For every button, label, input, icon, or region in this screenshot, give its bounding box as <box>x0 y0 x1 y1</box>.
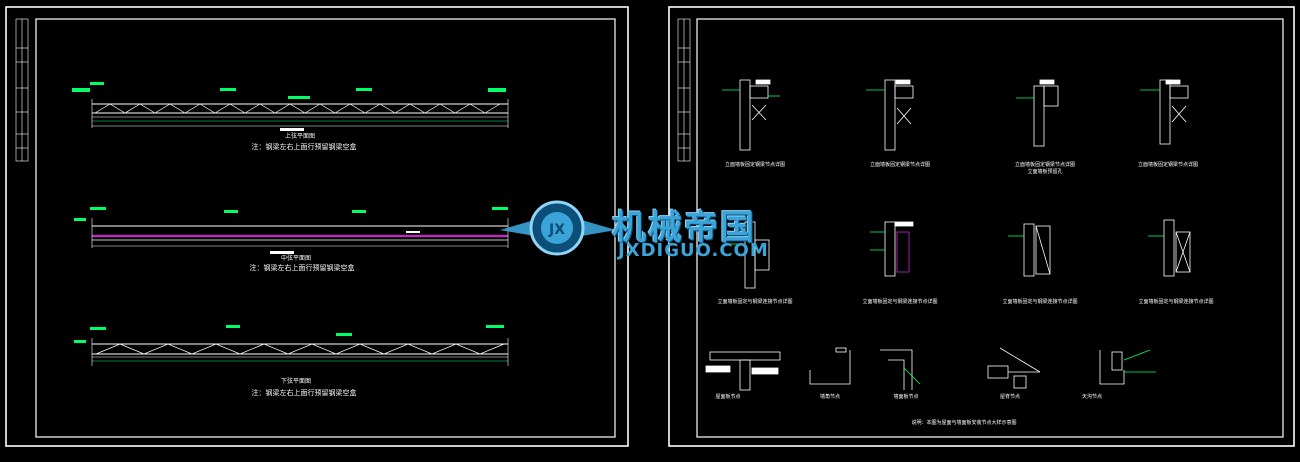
detail-2-1 <box>730 221 770 289</box>
truss-elevation-3: 下弦平面图 注：钢梁左右上面行预留钢梁空盒 <box>74 325 509 397</box>
detail-1-2 <box>866 79 914 151</box>
left-drawing-sheet: 上弦平面图 注：钢梁左右上面行预留钢梁空盒 中弦平面图 注：钢梁左右上面行预留钢… <box>5 6 629 447</box>
watermark-emblem-text: JX <box>548 222 565 238</box>
detail-1-3-label: 立面墙板固定钢梁节点详图 <box>1015 161 1075 168</box>
detail-3-1 <box>705 351 781 391</box>
detail-2-2 <box>870 221 914 277</box>
right-title-block <box>677 18 691 162</box>
truss-elevation-1: 上弦平面图 注：钢梁左右上面行预留钢梁空盒 <box>72 82 509 151</box>
detail-row-2: 立面墙板固定与钢梁连接节点详图 立面墙板固定与钢梁连接节点详图 立面墙板固定与钢… <box>717 219 1214 305</box>
right-drawing-sheet: 立面墙板固定钢梁节点详图 立面墙板固定钢梁节点详图 立面墙板固定钢梁节点详图 立… <box>668 6 1295 447</box>
truss-1-note: 注：钢梁左右上面行预留钢梁空盒 <box>252 142 357 151</box>
watermark-title: 机械帝国 <box>612 208 756 248</box>
detail-2-4-label: 立面墙板固定与钢梁连接节点详图 <box>1138 298 1213 305</box>
detail-1-1 <box>722 79 780 151</box>
watermark-emblem: JX <box>500 200 616 256</box>
detail-1-3 <box>1016 79 1059 147</box>
detail-2-3-label: 立面墙板固定与钢梁连接节点详图 <box>1002 298 1077 305</box>
detail-3-3 <box>880 349 921 390</box>
detail-2-1-label: 立面墙板固定与钢梁连接节点详图 <box>717 298 792 305</box>
detail-3-3-label: 墙面板节点 <box>893 393 918 400</box>
truss-elevation-2: 中弦平面图 注：钢梁左右上面行预留钢梁空盒 <box>74 207 509 272</box>
truss-3-note: 注：钢梁左右上面行预留钢梁空盒 <box>252 388 357 397</box>
detail-2-4 <box>1148 219 1191 277</box>
detail-1-1-label: 立面墙板固定钢梁节点详图 <box>725 161 785 168</box>
truss-2-label: 中弦平面图 <box>281 254 311 262</box>
truss-3-label: 下弦平面图 <box>281 377 311 385</box>
detail-3-4-label: 屋脊节点 <box>1000 393 1020 400</box>
detail-2-2-label: 立面墙板固定与钢梁连接节点详图 <box>862 298 937 305</box>
truss-1-label: 上弦平面图 <box>285 132 315 140</box>
detail-1-4 <box>1140 79 1189 145</box>
detail-3-2-label: 墙角节点 <box>820 393 840 400</box>
detail-3-1-label: 屋面板节点 <box>715 393 740 400</box>
detail-1-3-sublabel: 立面墙板预留孔 <box>1027 168 1062 175</box>
detail-3-4 <box>987 347 1041 389</box>
detail-1-4-label: 立面墙板固定钢梁节点详图 <box>1138 161 1198 168</box>
detail-3-5-label: 天沟节点 <box>1082 393 1102 400</box>
detail-1-2-label: 立面墙板固定钢梁节点详图 <box>870 161 930 168</box>
detail-3-2 <box>809 347 851 385</box>
detail-row-1: 立面墙板固定钢梁节点详图 立面墙板固定钢梁节点详图 立面墙板固定钢梁节点详图 立… <box>722 79 1198 175</box>
detail-3-5 <box>1099 349 1156 385</box>
left-title-block <box>15 18 29 162</box>
detail-row-3: 屋面板节点 墙角节点 墙面板节点 屋脊节点 天沟节点 说明：本图为屋面与墙面板安… <box>705 347 1156 426</box>
watermark-subtitle: JXDIGUO.COM <box>618 240 769 261</box>
truss-2-note: 注：钢梁左右上面行预留钢梁空盒 <box>250 263 355 272</box>
detail-2-3 <box>1008 223 1051 277</box>
right-sheet-footer-note: 说明：本图为屋面与墙面板安装节点大样示意图 <box>911 419 1016 426</box>
